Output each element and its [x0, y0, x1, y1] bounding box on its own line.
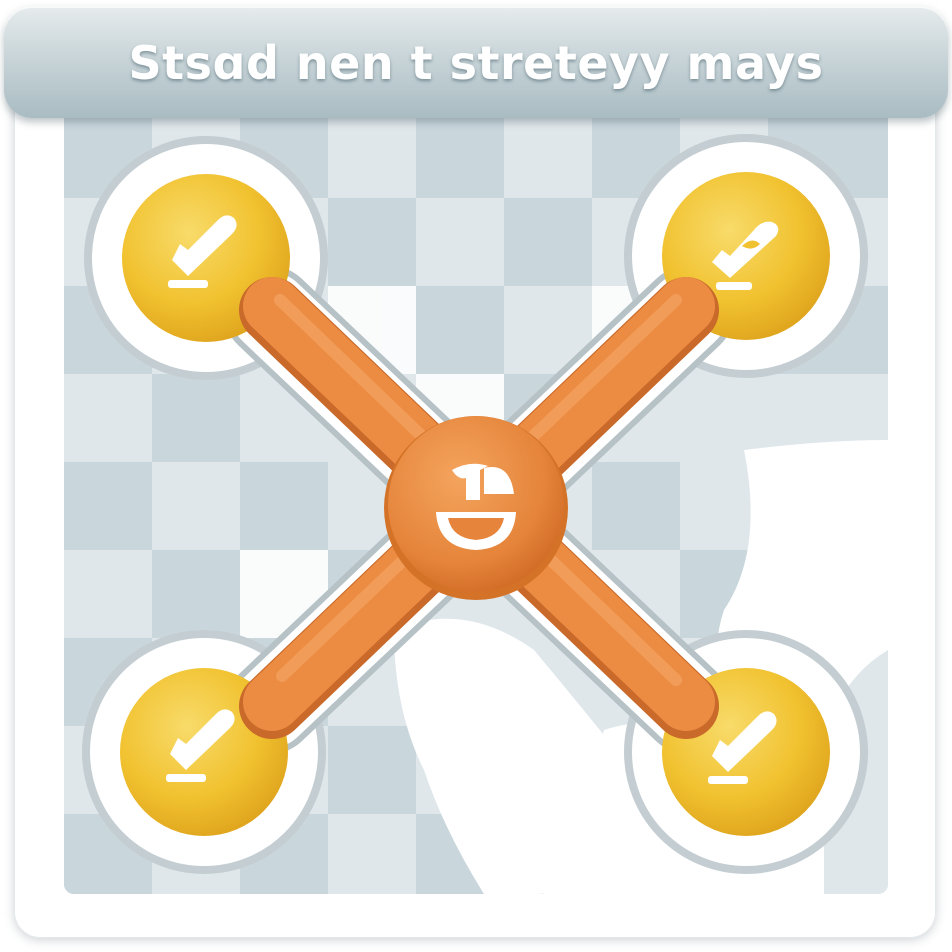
check-pencil-icon [708, 711, 777, 784]
check-pencil-icon [168, 215, 237, 288]
title-banner: Stsɑd nen t streteyy mays [4, 6, 948, 118]
hub-node[interactable] [384, 416, 568, 600]
banner-title: Stsɑd nen t streteyy mays [128, 36, 824, 90]
number-one-person-icon [436, 463, 516, 550]
check-pencil-icon [166, 709, 235, 782]
check-tag-icon [712, 221, 779, 290]
